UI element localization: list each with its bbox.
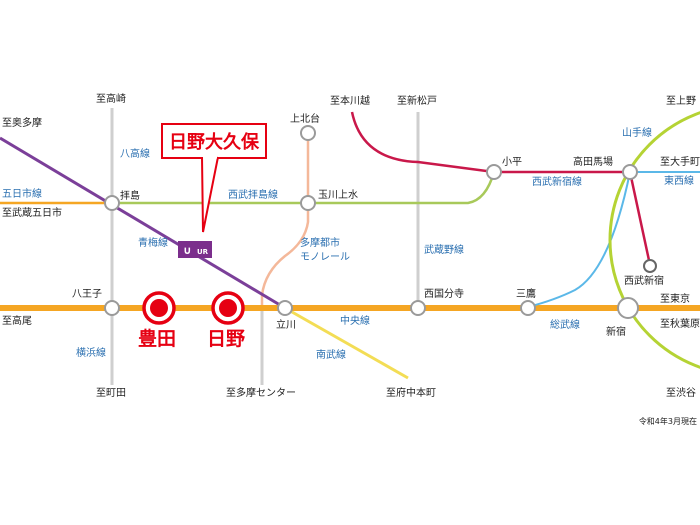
- line-tozai-label: 東西線: [664, 174, 694, 187]
- line-yokohama-label: 横浜線: [76, 346, 106, 359]
- line-tama-monorail-line2: モノレール: [300, 252, 350, 263]
- line-yamanote-label: 山手線: [622, 126, 652, 139]
- dest-otemachi-label: 至大手町: [660, 155, 700, 168]
- callout-label: 日野大久保: [169, 131, 260, 153]
- dest-akihabara-label: 至秋葉原: [660, 317, 700, 330]
- station-hino-dot: [219, 299, 237, 317]
- monorail-line: [260, 133, 310, 308]
- station-tamagawa-josui-label: 玉川上水: [318, 189, 358, 201]
- station-hino-label: 日野: [207, 328, 245, 350]
- station-haijima-marker[interactable]: [104, 195, 120, 211]
- station-nishikokubunji-label: 西国分寺: [424, 288, 464, 300]
- station-kodaira-marker[interactable]: [486, 164, 502, 180]
- dest-okutama-label: 至奥多摩: [2, 116, 42, 129]
- dest-kami-no-label: 至上野: [666, 95, 696, 107]
- station-takadanobaba-marker[interactable]: [622, 164, 638, 180]
- station-shinjuku-marker[interactable]: [617, 297, 639, 319]
- station-toyoda-dot: [150, 299, 168, 317]
- station-kamikitadai-marker[interactable]: [300, 125, 316, 141]
- station-toyoda-label: 豊田: [138, 327, 176, 350]
- callout-pointer: [201, 156, 219, 233]
- line-ome-label: 青梅線: [138, 236, 168, 249]
- station-shinjuku-label: 新宿: [606, 325, 626, 338]
- line-sobu-label: 総武線: [550, 318, 580, 331]
- date-note: 令和4年3月現在: [639, 416, 697, 426]
- ome-line: [0, 136, 286, 310]
- dest-musashi-itsukaichi-label: 至武蔵五日市: [2, 206, 62, 219]
- station-mitaka-label: 三鷹: [516, 287, 536, 300]
- station-tachikawa-label: 立川: [276, 318, 296, 331]
- sobu-line: [527, 171, 631, 308]
- line-seibu-shinjuku-label: 西武新宿線: [532, 175, 582, 188]
- station-hachioji-label: 八王子: [72, 288, 102, 300]
- callout-box: [161, 123, 267, 159]
- dest-machida-label: 至町田: [96, 387, 126, 399]
- nambu-line: [284, 306, 409, 380]
- station-kodaira-label: 小平: [502, 156, 522, 168]
- station-tachikawa-marker[interactable]: [277, 300, 293, 316]
- ur-logo: [178, 241, 212, 258]
- dest-tokyo-label: 至東京: [660, 292, 690, 305]
- dest-fuchu-hommachi-label: 至府中本町: [386, 386, 436, 399]
- dest-shin-matsudo-label: 至新松戸: [397, 94, 437, 107]
- station-tamagawa-josui-marker[interactable]: [300, 195, 316, 211]
- line-chuo-label: 中央線: [340, 314, 370, 327]
- line-tama-monorail-label: 多摩都市 モノレール: [300, 236, 350, 263]
- station-haijima-label: 拝島: [120, 189, 140, 202]
- ur-logo-text: UR: [197, 248, 209, 256]
- station-takadanobaba-label: 高田馬場: [573, 155, 613, 168]
- line-tama-monorail-line1: 多摩都市: [300, 236, 340, 249]
- station-hachioji-marker[interactable]: [104, 300, 120, 316]
- station-seibu-shinjuku-label: 西武新宿: [624, 274, 664, 287]
- dest-honkawagoe-label: 至本川越: [330, 94, 370, 107]
- station-mitaka-marker[interactable]: [520, 300, 536, 316]
- seibu-shinjuku-line: [350, 111, 652, 266]
- yamanote-line: [608, 111, 700, 369]
- dest-takasaki-label: 至高崎: [96, 92, 126, 105]
- dest-takao-label: 至高尾: [2, 314, 32, 327]
- station-seibu-shinjuku-marker[interactable]: [643, 259, 657, 273]
- line-seibu-haijima-label: 西武拝島線: [228, 188, 278, 201]
- station-kamikitadai-label: 上北台: [290, 112, 320, 125]
- dest-tama-center-label: 至多摩センター: [226, 386, 296, 399]
- line-nambu-label: 南武線: [316, 348, 346, 361]
- dest-shibuya-label: 至渋谷: [666, 386, 696, 399]
- ur-logo-mark-icon: ∪: [183, 244, 192, 257]
- station-nishikokubunji-marker[interactable]: [410, 300, 426, 316]
- line-hachiko-label: 八高線: [120, 147, 150, 160]
- line-musashino-label: 武蔵野線: [424, 243, 464, 256]
- line-itsukaichi-label: 五日市線: [2, 187, 42, 200]
